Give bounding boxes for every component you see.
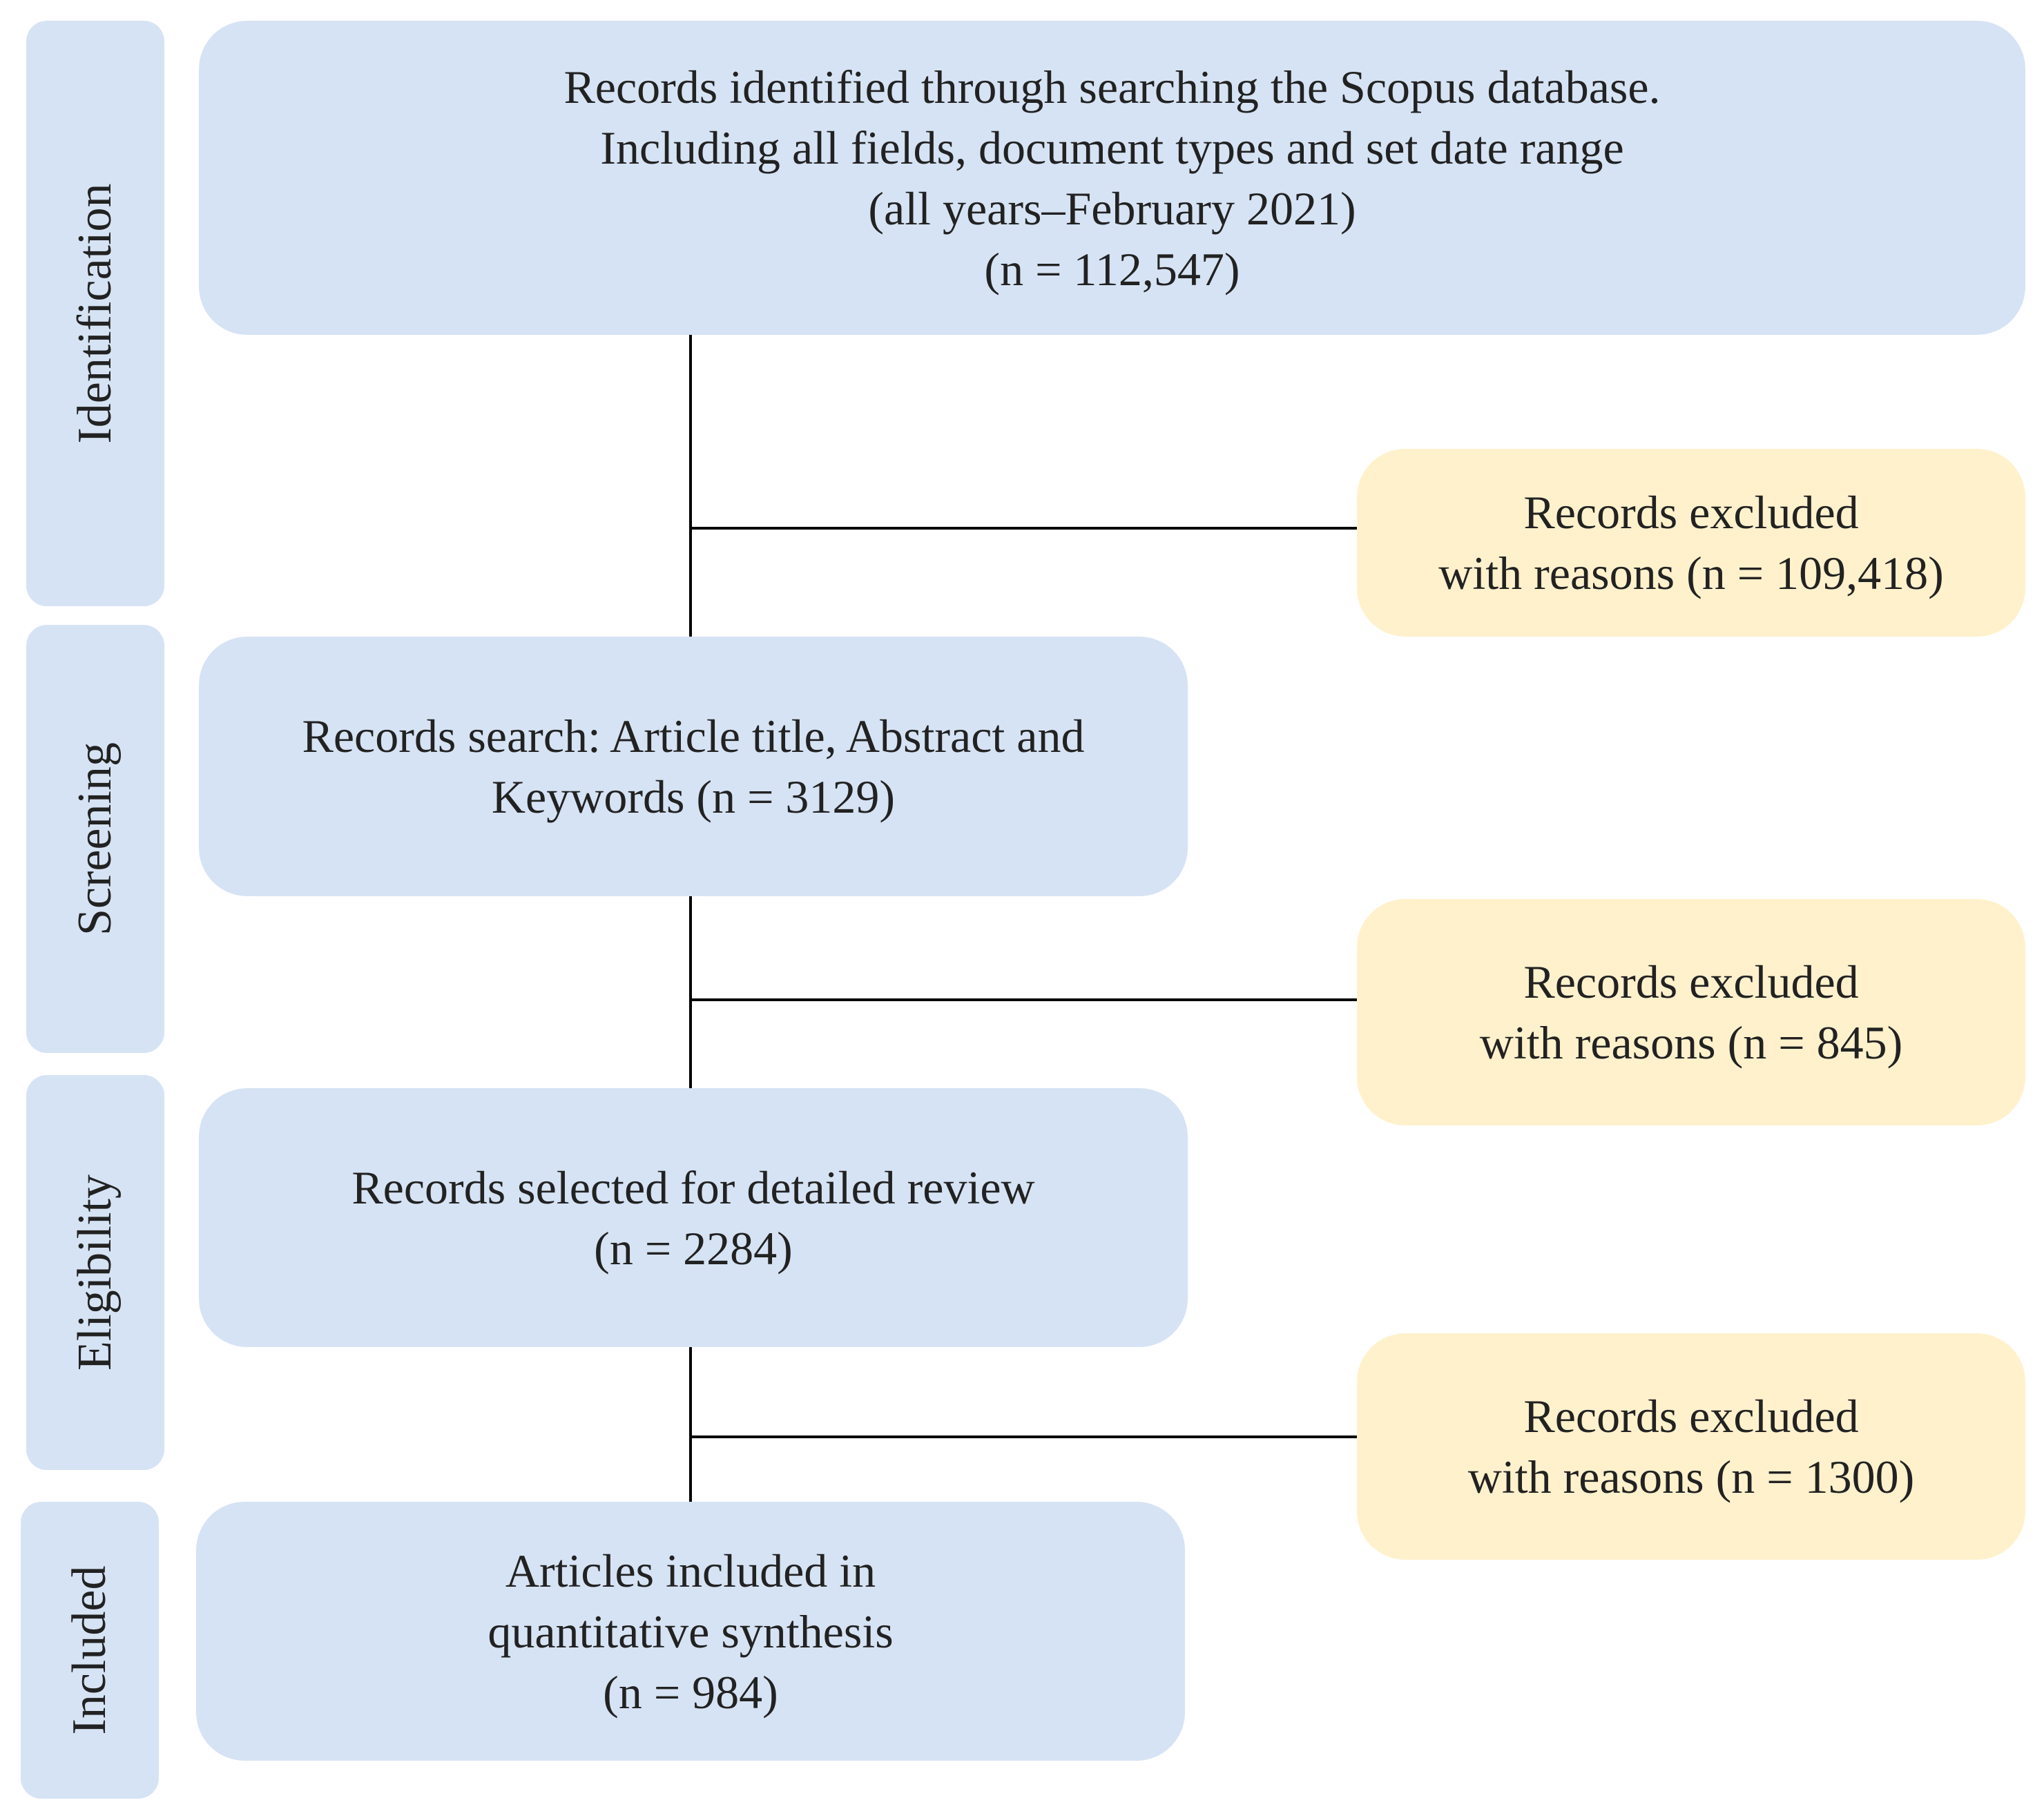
box-exclusion-eligibility-text: Records excluded with reasons (n = 1300) [1468,1386,1914,1507]
text-line: Records identified through searching the… [563,60,1661,113]
text-line: Keywords (n = 3129) [491,771,896,823]
box-records-identified: Records identified through searching the… [199,21,2025,335]
stage-label-eligibility: Eligibility [68,1174,122,1371]
box-records-identified-text: Records identified through searching the… [563,57,1660,300]
stage-included: Included [21,1502,159,1799]
box-exclusion-eligibility: Records excluded with reasons (n = 1300) [1357,1333,2025,1560]
box-exclusion-screening-text: Records excluded with reasons (n = 845) [1480,951,1902,1073]
text-line: with reasons (n = 1300) [1467,1451,1915,1503]
box-exclusion-identification: Records excluded with reasons (n = 109,4… [1357,449,2025,637]
box-articles-included: Articles included in quantitative synthe… [196,1502,1185,1761]
stage-screening: Screening [26,625,164,1053]
text-line: Records excluded [1523,956,1859,1008]
text-line: Records excluded [1523,1390,1859,1442]
text-line: (n = 2284) [594,1221,793,1275]
box-records-eligibility-text: Records selected for detailed review (n … [351,1157,1034,1279]
stage-identification: Identification [26,21,164,606]
text-line: (n = 112,547) [984,242,1240,296]
text-line: (n = 984) [603,1665,778,1719]
box-records-eligibility: Records selected for detailed review (n … [199,1088,1188,1347]
stage-label-included: Included [63,1565,116,1735]
text-line: quantitative synthesis [488,1605,894,1658]
box-records-screening: Records search: Article title, Abstract … [199,637,1188,896]
text-line: Articles included in [505,1544,876,1597]
box-articles-included-text: Articles included in quantitative synthe… [488,1540,893,1723]
text-line: Records search: Article title, Abstract … [302,710,1085,762]
box-exclusion-screening: Records excluded with reasons (n = 845) [1357,899,2025,1125]
box-records-screening-text: Records search: Article title, Abstract … [302,706,1085,827]
stage-eligibility: Eligibility [26,1075,164,1470]
text-line: (all years–February 2021) [868,182,1356,235]
text-line: Records excluded [1523,486,1859,539]
text-line: with reasons (n = 109,418) [1438,547,1944,599]
text-line: Including all fields, document types and… [600,121,1624,174]
stage-label-screening: Screening [68,742,122,936]
text-line: Records selected for detailed review [351,1161,1035,1214]
box-exclusion-identification-text: Records excluded with reasons (n = 109,4… [1438,482,1943,603]
stage-label-identification: Identification [68,183,122,444]
text-line: with reasons (n = 845) [1479,1016,1903,1069]
